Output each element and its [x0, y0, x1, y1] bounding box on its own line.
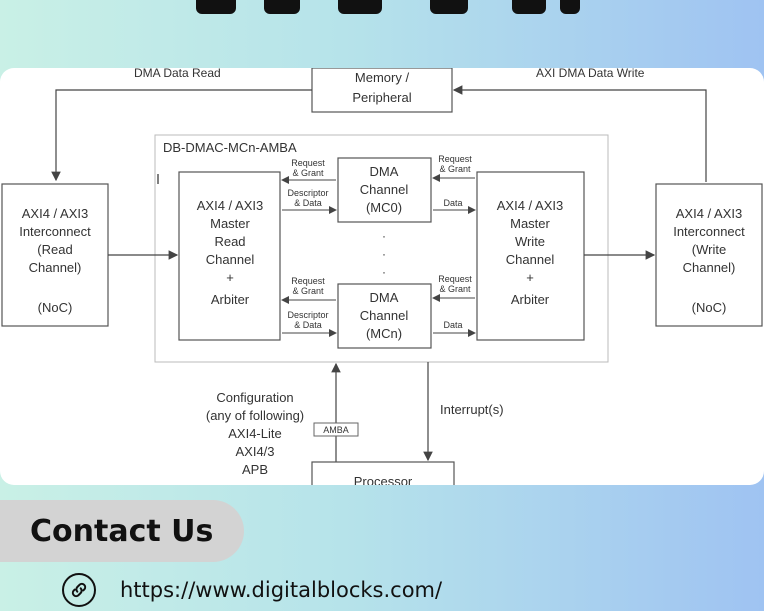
master-write-line-3: Write: [515, 234, 545, 249]
link-icon: [62, 573, 96, 607]
left-ic-line-3: (Read: [37, 242, 72, 257]
ellipsis-dot-1: ·: [382, 229, 386, 243]
config-line-1: Configuration: [216, 390, 293, 405]
req-grant-right-bottom-1: Request: [438, 274, 472, 284]
dma-bottom-line-2: Channel: [360, 308, 409, 323]
read-path-arrow: [51, 89, 312, 182]
memory-label-2: Peripheral: [352, 90, 411, 105]
memory-label-1: Memory /: [355, 70, 410, 85]
amba-tag: AMBA: [323, 425, 349, 435]
ellipsis-dot-3: ·: [382, 265, 386, 279]
desc-data-left-top-1: Descriptor: [287, 188, 328, 198]
website-link-row[interactable]: https://www.digitalblocks.com/: [62, 572, 442, 608]
right-interconnect-box: [655, 183, 763, 327]
ellipsis-dot-2: ·: [382, 247, 386, 261]
left-interconnect-box: [1, 183, 109, 327]
interrupt-label: Interrupt(s): [440, 402, 504, 417]
dma-top-line-3: (MC0): [366, 200, 402, 215]
top-title-fragment: [0, 0, 764, 14]
axi-dma-data-write-label: AXI DMA Data Write: [536, 68, 645, 80]
desc-data-left-bottom-1: Descriptor: [287, 310, 328, 320]
data-right-top: Data: [443, 198, 462, 208]
diagram-card: DB-DMAC-MCn-AMBA Memory / Peripheral DMA…: [0, 68, 764, 485]
master-write-line-5: +: [526, 270, 534, 285]
req-grant-left-bottom-1: Request: [291, 276, 325, 286]
processor-box: [311, 461, 455, 485]
website-url-link[interactable]: https://www.digitalblocks.com/: [120, 578, 443, 602]
dma-bottom-line-3: (MCn): [366, 326, 402, 341]
master-read-line-5: +: [226, 270, 234, 285]
right-ic-line-5: (NoC): [692, 300, 727, 315]
contact-us-heading: Contact Us: [30, 513, 214, 549]
left-ic-line-2: Interconnect: [19, 224, 91, 239]
config-line-5: APB: [242, 462, 268, 477]
right-ic-line-1: AXI4 / AXI3: [676, 206, 743, 221]
dma-bottom-line-1: DMA: [370, 290, 399, 305]
dma-top-line-2: Channel: [360, 182, 409, 197]
req-grant-right-top-1: Request: [438, 154, 472, 164]
amba-tag-box: [313, 422, 359, 437]
master-read-box: [178, 171, 281, 341]
processor-label: Processor: [354, 474, 413, 485]
master-read-line-3: Read: [214, 234, 245, 249]
req-grant-left-top-2: & Grant: [292, 168, 324, 178]
right-ic-line-2: Interconnect: [673, 224, 745, 239]
master-read-line-2: Master: [210, 216, 250, 231]
master-write-line-2: Master: [510, 216, 550, 231]
dma-block-diagram: DB-DMAC-MCn-AMBA Memory / Peripheral DMA…: [1, 68, 763, 485]
data-right-bottom: Data: [443, 320, 462, 330]
master-read-line-6: Arbiter: [211, 292, 250, 307]
write-path-arrow: [452, 85, 707, 182]
dma-top-line-1: DMA: [370, 164, 399, 179]
config-line-3: AXI4-Lite: [228, 426, 281, 441]
master-read-line-4: Channel: [206, 252, 255, 267]
container-boundary: [154, 134, 609, 363]
master-write-box: [476, 171, 585, 341]
req-grant-right-bottom-2: & Grant: [439, 284, 471, 294]
dma-channel-mc0-box: [337, 157, 432, 223]
chain-link-glyph: [71, 582, 87, 598]
right-ic-line-3: (Write: [692, 242, 726, 257]
left-ic-line-5: (NoC): [38, 300, 73, 315]
config-line-2: (any of following): [206, 408, 304, 423]
desc-data-left-bottom-2: & Data: [294, 320, 322, 330]
dma-data-read-label: DMA Data Read: [134, 68, 221, 80]
right-ic-line-4: Channel): [683, 260, 736, 275]
container-title: DB-DMAC-MCn-AMBA: [163, 140, 297, 155]
left-ic-line-1: AXI4 / AXI3: [22, 206, 89, 221]
contact-us-pill: Contact Us: [0, 500, 244, 562]
left-ic-line-4: Channel): [29, 260, 82, 275]
req-grant-right-top-2: & Grant: [439, 164, 471, 174]
desc-data-left-top-2: & Data: [294, 198, 322, 208]
req-grant-left-bottom-2: & Grant: [292, 286, 324, 296]
master-write-line-4: Channel: [506, 252, 555, 267]
master-write-line-1: AXI4 / AXI3: [497, 198, 564, 213]
master-read-line-1: AXI4 / AXI3: [197, 198, 264, 213]
req-grant-left-top-1: Request: [291, 158, 325, 168]
config-line-4: AXI4/3: [235, 444, 274, 459]
dma-channel-mcn-box: [337, 283, 432, 349]
master-write-line-6: Arbiter: [511, 292, 550, 307]
